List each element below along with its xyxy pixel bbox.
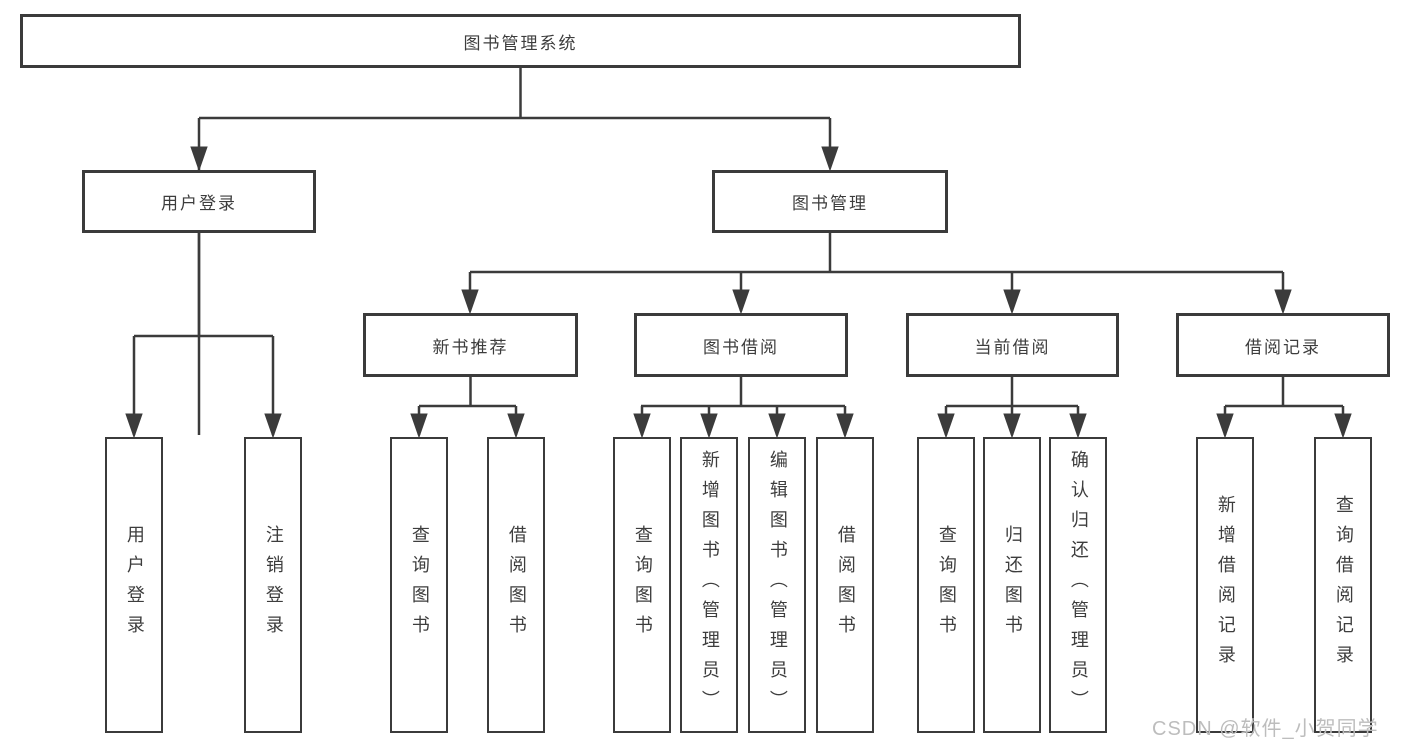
node-label: 借阅记录 (1245, 337, 1321, 357)
connector-records-group (1223, 377, 1345, 435)
leaf-logout: 注销登录 (244, 437, 302, 733)
arrowhead-icon (768, 413, 786, 439)
arrowhead-icon (125, 413, 143, 439)
leaf-label: 借阅图书 (835, 525, 856, 645)
node-book-management: 图书管理 (712, 170, 948, 233)
leaf-label: 查询图书 (409, 525, 430, 645)
arrowhead-icon (1069, 413, 1087, 439)
leaf-borrow-books-recommend: 借阅图书 (487, 437, 545, 733)
arrowhead-icon (1274, 289, 1292, 315)
node-user-login: 用户登录 (82, 170, 316, 233)
arrowhead-icon (1003, 413, 1021, 439)
leaf-label: 注销登录 (263, 525, 284, 645)
node-label: 用户登录 (161, 194, 237, 213)
leaf-add-book-admin: 新增图书（管理员） (680, 437, 738, 733)
leaf-add-borrow-record: 新增借阅记录 (1196, 437, 1254, 733)
arrowhead-icon (1216, 413, 1234, 439)
leaf-label: 查询借阅记录 (1333, 495, 1354, 675)
leaf-label: 查询图书 (936, 525, 957, 645)
node-book-borrow: 图书借阅 (634, 313, 848, 377)
node-borrow-records: 借阅记录 (1176, 313, 1390, 377)
arrowhead-icon (821, 146, 839, 172)
node-label: 图书管理 (792, 194, 868, 213)
arrowhead-icon (633, 413, 651, 439)
leaf-return-book: 归还图书 (983, 437, 1041, 733)
leaf-query-books-current: 查询图书 (917, 437, 975, 733)
leaf-query-borrow-record: 查询借阅记录 (1314, 437, 1372, 733)
connector-recommend-group (417, 377, 518, 435)
arrowhead-icon (461, 289, 479, 315)
arrowhead-icon (1334, 413, 1352, 439)
leaf-borrow-books: 借阅图书 (816, 437, 874, 733)
connector-login-group (132, 233, 275, 435)
leaf-user-login: 用户登录 (105, 437, 163, 733)
arrowhead-icon (732, 289, 750, 315)
arrowhead-icon (1003, 289, 1021, 315)
leaf-label: 新增图书（管理员） (699, 450, 720, 720)
leaf-label: 用户登录 (124, 525, 145, 645)
leaf-confirm-return-admin: 确认归还（管理员） (1049, 437, 1107, 733)
arrowhead-icon (190, 146, 208, 172)
arrowhead-icon (836, 413, 854, 439)
arrowhead-icon (937, 413, 955, 439)
leaf-label: 归还图书 (1002, 525, 1023, 645)
arrowhead-icon (700, 413, 718, 439)
node-current-borrow: 当前借阅 (906, 313, 1119, 377)
leaf-label: 借阅图书 (506, 525, 527, 645)
node-label: 新书推荐 (432, 337, 509, 357)
watermark: CSDN @软件_小贺同学 (1152, 718, 1379, 740)
leaf-edit-book-admin: 编辑图书（管理员） (748, 437, 806, 733)
node-label: 图书借阅 (703, 337, 779, 357)
arrowhead-icon (410, 413, 428, 439)
node-new-book-recommend: 新书推荐 (363, 313, 578, 377)
connector-borrow-group (640, 377, 847, 435)
connector-bookmgmt-to-level3 (468, 233, 1285, 311)
arrowhead-icon (507, 413, 525, 439)
leaf-query-books-recommend: 查询图书 (390, 437, 448, 733)
leaf-query-books-borrow: 查询图书 (613, 437, 671, 733)
node-label: 当前借阅 (974, 337, 1051, 357)
leaf-label: 确认归还（管理员） (1068, 450, 1089, 720)
connector-root-to-level2 (197, 68, 832, 435)
node-library-management-system: 图书管理系统 (20, 14, 1021, 68)
leaf-label: 新增借阅记录 (1215, 495, 1236, 675)
leaf-label: 编辑图书（管理员） (767, 450, 788, 720)
node-label: 图书管理系统 (463, 33, 578, 53)
leaf-label: 查询图书 (632, 525, 653, 645)
arrowhead-icon (264, 413, 282, 439)
